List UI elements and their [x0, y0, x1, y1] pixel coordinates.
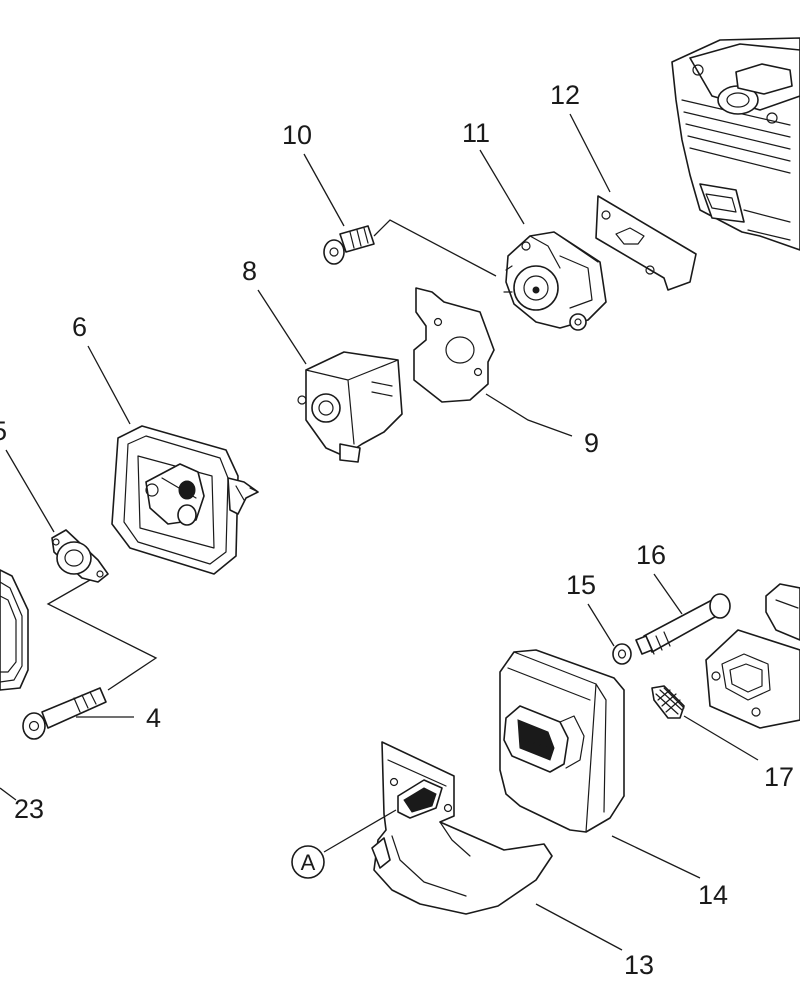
leader-6 — [87, 345, 131, 425]
leader-17 — [683, 715, 759, 761]
spark-screen-part-17 — [651, 685, 685, 719]
callout-23: 23 — [14, 794, 44, 824]
cylinder-part — [671, 37, 800, 251]
carburetor-part-8 — [297, 351, 403, 463]
leader-16 — [653, 573, 683, 615]
leader-5-4-link — [46, 579, 158, 691]
washer-part-15 — [612, 643, 632, 665]
callout-labels: 4 5 6 8 9 10 11 12 13 14 15 16 17 23 — [0, 80, 794, 980]
callout-6: 6 — [72, 312, 87, 342]
callout-13: 13 — [624, 950, 654, 980]
leader-a — [323, 809, 397, 853]
callout-4: 4 — [146, 703, 161, 733]
intake-adapter-part-11 — [503, 231, 607, 331]
gasket-part-9 — [413, 287, 495, 403]
leader-lines — [0, 113, 759, 951]
leader-23 — [0, 787, 17, 801]
leader-12 — [569, 113, 611, 193]
shutter-part-5 — [51, 529, 109, 583]
gasket-part-12 — [595, 195, 697, 291]
callout-5: 5 — [0, 416, 7, 446]
leader-10-11-link — [373, 219, 497, 277]
leader-8 — [257, 289, 307, 365]
callout-10: 10 — [282, 120, 312, 150]
callout-16: 16 — [636, 540, 666, 570]
callout-8: 8 — [242, 256, 257, 286]
callout-14: 14 — [698, 880, 728, 910]
heat-shield-part-13 — [371, 741, 553, 915]
leader-10 — [303, 153, 345, 227]
callout-9: 9 — [584, 428, 599, 458]
socket-screw-part-10 — [323, 225, 375, 265]
muffler-gasket-right — [705, 583, 800, 729]
callout-11: 11 — [462, 118, 490, 148]
air-filter-base-part-6 — [111, 425, 259, 575]
leader-9 — [485, 393, 573, 437]
callout-17: 17 — [764, 762, 794, 792]
callout-12: 12 — [550, 80, 580, 110]
long-screw-part-4 — [22, 687, 107, 740]
leader-11 — [479, 149, 525, 225]
leader-13 — [535, 903, 623, 951]
leader-14 — [611, 835, 701, 879]
muffler-bolt-part-16 — [635, 593, 731, 655]
leader-5 — [5, 449, 55, 533]
reference-marker-a: A — [291, 845, 325, 879]
air-filter-part-23 — [0, 569, 29, 691]
leader-15 — [587, 603, 615, 647]
callout-15: 15 — [566, 570, 596, 600]
reference-label: A — [301, 850, 316, 875]
muffler-part-14 — [499, 649, 625, 833]
